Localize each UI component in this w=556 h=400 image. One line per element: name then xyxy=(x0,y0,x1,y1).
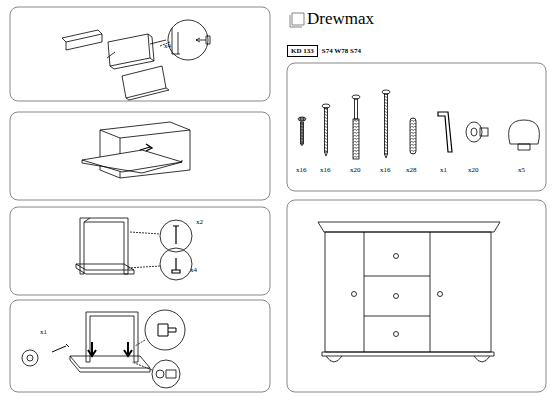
model-box: KD 133 xyxy=(287,45,318,57)
quantity: x2 xyxy=(196,218,203,226)
model-dimensions: S74 W78 S74 xyxy=(322,47,361,55)
quantity: x16 xyxy=(320,166,331,174)
quantity: x16 xyxy=(296,166,307,174)
quantity: x5 xyxy=(518,166,525,174)
quantity: x28 xyxy=(406,166,417,174)
quantity: x4 xyxy=(164,42,171,50)
quantity: x20 xyxy=(350,166,361,174)
quantity: x1 xyxy=(40,328,47,336)
quantity: x4 xyxy=(190,266,197,274)
quantity: x16 xyxy=(380,166,391,174)
model-code: KD 133 xyxy=(291,47,314,55)
quantity: x20 xyxy=(468,166,479,174)
quantity: x1 xyxy=(440,166,447,174)
logo-title: Drewmax xyxy=(307,10,374,28)
